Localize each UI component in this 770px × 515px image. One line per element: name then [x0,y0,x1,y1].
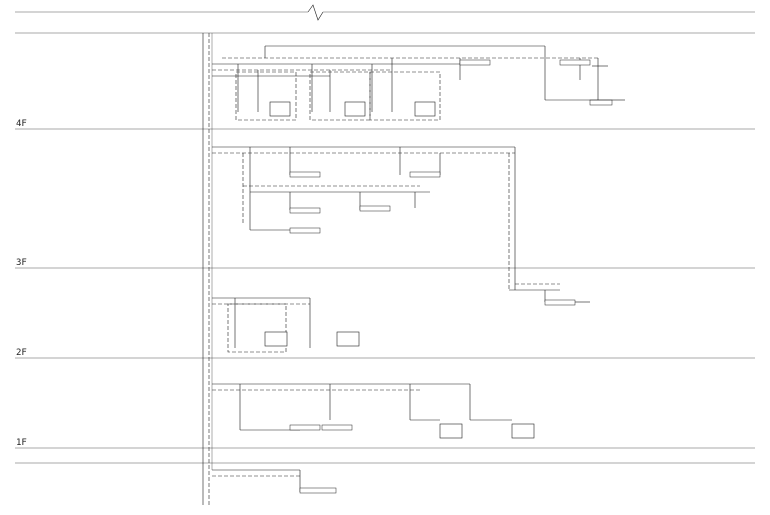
floor-label-2f: 2F [16,348,27,358]
floor-1-branches [212,383,535,439]
floor-3-branches [212,146,516,290]
floor-label-4f: 4F [16,119,27,129]
floor-label-3f: 3F [16,258,27,268]
basement-branch [212,469,337,494]
main-risers [202,33,213,505]
floor-labels: 4F 3F 2F 1F [16,119,27,448]
floor-label-1f: 1F [16,438,27,448]
top-border [15,4,755,34]
floor-lines [15,128,755,464]
floor-4-branches [212,45,625,121]
floor-2-branches [212,283,590,353]
